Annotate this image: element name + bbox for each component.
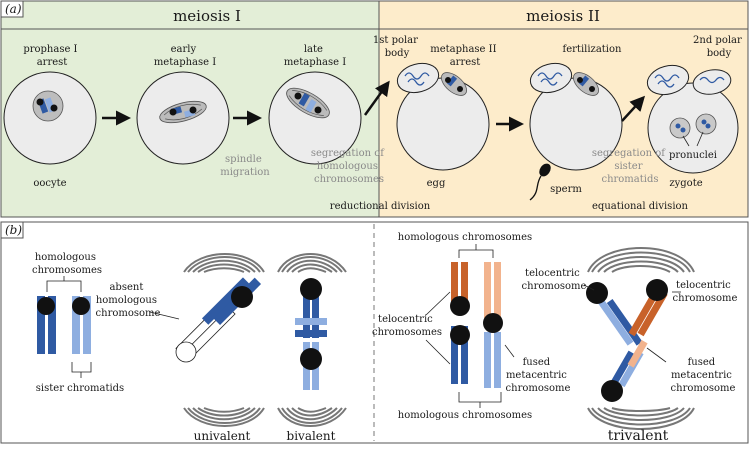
label-telocentric-left: telocentric chromosomes [372, 314, 442, 338]
label-metaphase2: metaphase II arrest [430, 44, 500, 68]
late-metaphase1-cell [268, 71, 362, 165]
early-metaphase1-cell [136, 71, 230, 165]
arrow-3 [363, 80, 390, 116]
label-pronuclei: pronuclei [669, 150, 717, 161]
label-telocentric-tri-right: telocentric chromosome [673, 280, 738, 304]
label-early-metaphase1: early metaphase I [154, 44, 216, 68]
panel-a-label: (a) [5, 2, 22, 16]
label-prophase1: prophase I arrest [23, 44, 80, 68]
chromosome-pair-left [37, 296, 91, 354]
label-reductional-division: reductional division [330, 201, 431, 212]
fertilization-cell [529, 62, 623, 171]
label-univalent: univalent [194, 429, 251, 443]
panel-a-label-box [0, 0, 24, 18]
label-seg-sister: segregation of sister chromatids [592, 148, 668, 185]
label-egg: egg [427, 178, 446, 189]
sperm-icon [529, 163, 551, 201]
bivalent-figure [277, 253, 347, 427]
label-zygote: zygote [669, 178, 702, 189]
label-bivalent: bivalent [287, 429, 336, 443]
label-homologous-right-top: homologous chromosomes [398, 232, 532, 243]
label-telocentric-tri-left: telocentric chromosome [522, 268, 587, 292]
label-homologous-top: homologous chromosomes [32, 252, 102, 276]
panel-b-label-box [0, 221, 24, 239]
label-seg-homologous: segregation of homologous chromosomes [311, 148, 387, 185]
arrow-5 [621, 95, 646, 122]
label-fused-metacentric-tri: fused metacentric chromosome [671, 357, 736, 394]
fused-chromosomes-figure [450, 262, 503, 388]
label-spindle-migration: spindle migration [220, 154, 270, 178]
egg-cell [396, 62, 490, 171]
zygote-cell [646, 64, 739, 174]
label-1st-polar-body: 1st polar body [373, 35, 421, 59]
panel-b: (b) homologous chromosomes sister chroma… [0, 221, 749, 444]
label-trivalent: trivalent [608, 428, 669, 444]
label-fertilization: fertilization [563, 44, 622, 55]
label-homologous-right-bottom: homologous chromosomes [398, 410, 532, 421]
panel-b-label: (b) [5, 223, 22, 237]
label-oocyte: oocyte [33, 178, 66, 189]
header-meiosis2: meiosis II [526, 7, 600, 25]
panel-a: (a) meiosis I meiosis II prophase I arre… [0, 0, 749, 218]
header-meiosis1: meiosis I [173, 7, 241, 25]
label-absent-homolog: absent homologous chromosome [96, 282, 161, 319]
oocyte-cell [3, 71, 97, 165]
univalent-figure [175, 253, 265, 427]
trivalent-figure [586, 247, 695, 430]
label-fused-metacentric: fused metacentric chromosome [506, 357, 571, 394]
label-equational-division: equational division [592, 201, 689, 212]
label-sister-chromatids: sister chromatids [36, 383, 124, 394]
label-2nd-polar-body: 2nd polar body [693, 35, 745, 59]
label-late-metaphase1: late metaphase I [284, 44, 346, 68]
label-sperm: sperm [550, 184, 582, 195]
